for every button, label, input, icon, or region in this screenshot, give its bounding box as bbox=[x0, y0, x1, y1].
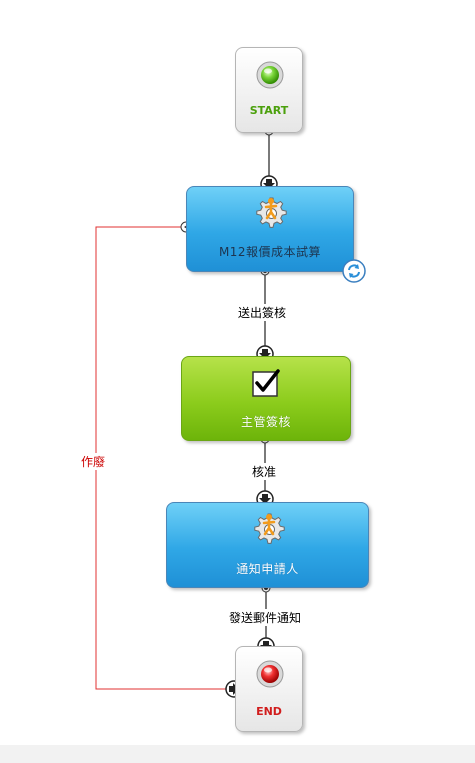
edge-label-cancel: 作廢 bbox=[79, 453, 108, 470]
edge-label-submit-approval: 送出簽核 bbox=[236, 304, 289, 321]
start-label: START bbox=[249, 104, 289, 117]
red-orb-icon bbox=[256, 660, 284, 688]
task-node-quote-cost[interactable]: M12報價成本試算 bbox=[186, 186, 366, 283]
refresh-icon[interactable] bbox=[342, 259, 366, 283]
gear-person-icon bbox=[256, 197, 287, 228]
task-label: 通知申請人 bbox=[236, 562, 299, 576]
approval-node[interactable]: 主管簽核 bbox=[181, 356, 351, 441]
edge-label-send-email: 發送郵件通知 bbox=[227, 609, 304, 626]
task-label: M12報價成本試算 bbox=[218, 245, 322, 259]
task-node-notify[interactable]: 通知申請人 bbox=[166, 502, 369, 588]
gear-person-icon bbox=[254, 513, 285, 544]
edge-label-approved: 核准 bbox=[250, 463, 279, 480]
checkbox-check-icon bbox=[252, 369, 280, 397]
start-node[interactable]: START bbox=[235, 47, 303, 133]
end-label: END bbox=[256, 705, 282, 718]
end-node[interactable]: END bbox=[235, 646, 303, 732]
approval-label: 主管簽核 bbox=[240, 415, 291, 429]
connector-cancel bbox=[95, 226, 228, 690]
green-orb-icon bbox=[256, 61, 284, 89]
footer-bar bbox=[0, 745, 475, 763]
